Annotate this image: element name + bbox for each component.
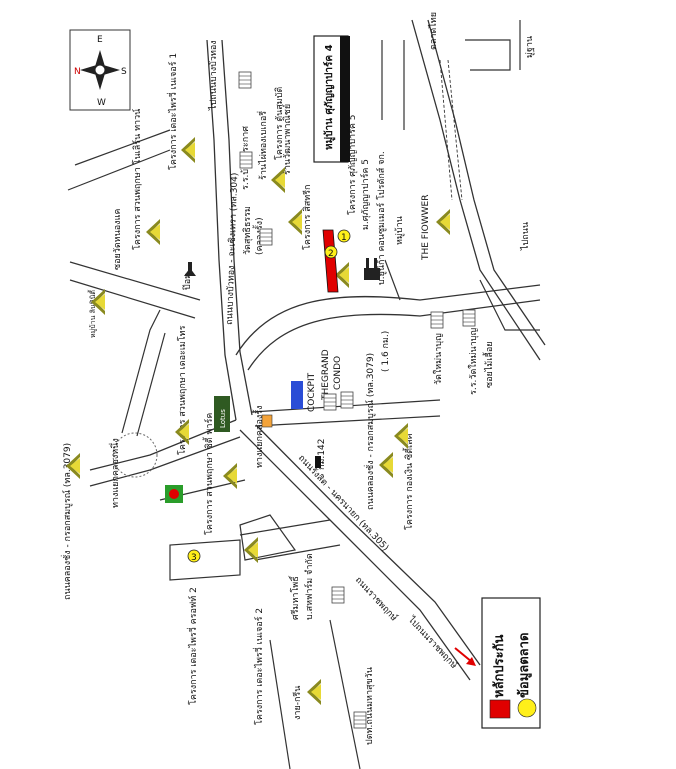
map-title-box: หมู่บ้าน ศุภัญญาปาร์ค 4	[313, 35, 350, 163]
road-label-304-top: ไปถนนบางบัวทอง	[208, 40, 219, 111]
km-marker-icon	[315, 456, 321, 468]
road-label-ratchaphruek-mid: ถนนราชพฤกษ์	[353, 574, 400, 624]
compass-rose: N E S W	[69, 29, 131, 111]
legend-red-label: หลักประกัน	[492, 635, 507, 698]
village-icon	[379, 452, 393, 478]
building-icon	[239, 151, 253, 169]
legend-yellow-swatch	[517, 698, 537, 718]
road-label-intersection: ทางแยกคลองรั้ง	[252, 406, 265, 468]
place-grand-condo: THEGRAND	[321, 349, 331, 401]
road-label-top-right: ไปถนน	[520, 222, 531, 251]
village-icon	[146, 219, 160, 245]
legend-yellow-label: ข้อมูลตลาด	[516, 633, 532, 698]
legend: หลักประกัน ข้อมูลตลาด	[481, 597, 541, 729]
compass-n: N	[74, 67, 81, 77]
place-wat-top: ร้านวัฒนาพาณิชย์	[281, 104, 293, 175]
marker-3: 3	[191, 553, 197, 563]
place-wat-rangsit-2: (คลองรั้ง)	[252, 217, 265, 255]
compass-e: E	[97, 35, 103, 45]
building-icon	[259, 228, 273, 246]
road-label-ratchaphruek: ไปถนนราชพฤกษ์	[405, 613, 460, 671]
place-market-bottom: มู่ฐาน	[525, 36, 535, 58]
project-3: โครงการ ศุภัญญาปาร์ค 5	[346, 114, 358, 215]
arrow-icon	[454, 647, 476, 666]
project-10: โครงการ กองเงิน ซิตี้เลค	[402, 433, 415, 530]
place-flower-2: THE FIOWWER	[421, 195, 431, 261]
road-label-soi-right: ซอยไม้เลื้อย	[482, 341, 495, 388]
marker-1: 1	[341, 233, 347, 243]
place-company-b: บ.สหฟาร์ม จำกัด	[303, 553, 315, 620]
building-icon	[462, 309, 476, 327]
subject-parcel	[322, 229, 339, 293]
road-label-305: ถนนรังสิต - นครนายก (ทล.305)	[296, 453, 391, 554]
building-icon	[353, 711, 367, 729]
place-bakery: ร้านไผ่ทองเบเกอรี่	[256, 111, 269, 180]
marker-2: 2	[328, 249, 334, 259]
building-icons: Lotus	[165, 71, 476, 729]
village-icon	[394, 423, 408, 449]
road-label-soi-left: ซอยวัดหนองแค	[113, 209, 123, 270]
village-icon	[288, 209, 302, 235]
place-bottom-shop: ปตท.ถนนมหาสุขวัน	[365, 667, 375, 745]
road-label-304: ถนนบางบัวทอง - จะเซิงเทรา (ทล.304)	[224, 172, 240, 325]
map-title: หมู่บ้าน ศุภัญญาปาร์ค 4	[323, 44, 336, 150]
road-label-km: กม.142	[317, 439, 327, 470]
factory-icon	[364, 258, 380, 280]
project-7: โครงการ สวนพฤกษา ซิตี้ พาร์ค	[202, 413, 215, 535]
project-1: โครงการ เดอะไพรวี่ เนเจอร์ 1	[166, 53, 179, 170]
cockpit-icon	[291, 381, 303, 409]
place-wat-rangsit: วัดสุทธิธรรม	[242, 206, 253, 255]
building-icon	[323, 393, 337, 411]
project-5: โครงการ ตันสมบัติ	[274, 87, 285, 160]
road-label-intersection-left: ทางแยกคลองหนึ่ง	[108, 438, 121, 508]
project-4: โครงการ สิสทรีก	[302, 185, 313, 250]
place-village-small: หมู่บ้าน ลินฟินิตี้	[86, 289, 97, 338]
lotus-label: Lotus	[219, 409, 227, 428]
road-label-3079-left: ถนนคลองชั่ง - กรอกสมบูรณ์ (ทล.3079)	[60, 443, 73, 600]
place-grand-condo-2: CONDO	[333, 356, 343, 390]
place-kpi: ป๊อม	[182, 273, 193, 290]
project-6: โครงการ สวนพฤกษา เดอะเมโทร	[177, 325, 188, 455]
market-markers: 1 2 3	[187, 229, 351, 563]
compass-s: S	[121, 67, 127, 77]
project-9: โครงการ เดอะไพรวี่ เนเจอร์ 2	[252, 608, 265, 725]
village-icon	[436, 209, 450, 235]
legend-red-swatch	[489, 699, 511, 719]
place-company-a: บ.ยูนิก้า คอนซูมเมอร์ โปรดักส์ จก.	[375, 151, 387, 285]
village-icon	[271, 167, 285, 193]
building-icon	[331, 586, 345, 604]
place-wat-mai: วัดใหม่นาบุญ	[433, 333, 444, 385]
building-icon	[430, 311, 444, 329]
place-shop-bottom: ศรีมหาโพธิ์	[288, 575, 301, 620]
project-8: โครงการ เดอะไพรวี่ ครอฟท์ 2	[186, 587, 199, 705]
lotus-icon: Lotus	[214, 396, 230, 432]
village-icon	[307, 679, 321, 705]
place-school-mai: ร.ร.วัดใหม่นาบุญ	[468, 328, 479, 395]
road-label-distance: ( 1.6 กม.)	[381, 331, 391, 372]
project-labels: โครงการ เดอะไพรวี่ เนเจอร์ 1 โครงการ สวน…	[131, 53, 415, 725]
building-icon	[340, 391, 354, 409]
road-label-3079-right: ถนนคลองชั่ง - กรอกสมบูรณ์ (ทล.3079)	[363, 353, 376, 510]
compass-w: W	[97, 98, 106, 108]
building-icon	[238, 71, 252, 89]
landmark-icon	[165, 485, 183, 503]
road-network	[67, 19, 546, 769]
place-labels: ร้านไผ่ทองเบเกอรี่ ร.ร.บ้านประกาศ วัดสุท…	[86, 12, 535, 745]
place-green-bottom: งาย-กรีน	[292, 686, 303, 720]
project-2a: โครงการ สวนพฤกษา โนเลิร์น ทาวน์	[131, 109, 143, 250]
place-cockpit: COCKPIT	[307, 372, 317, 412]
place-market: ตลาดไทย	[428, 12, 439, 50]
project-11: ม.ศุภัญญาปาร์ค 5	[359, 159, 371, 230]
tower-icon	[184, 262, 196, 276]
village-icon	[181, 137, 195, 163]
place-flower: หมู่บ้าน	[394, 216, 405, 245]
